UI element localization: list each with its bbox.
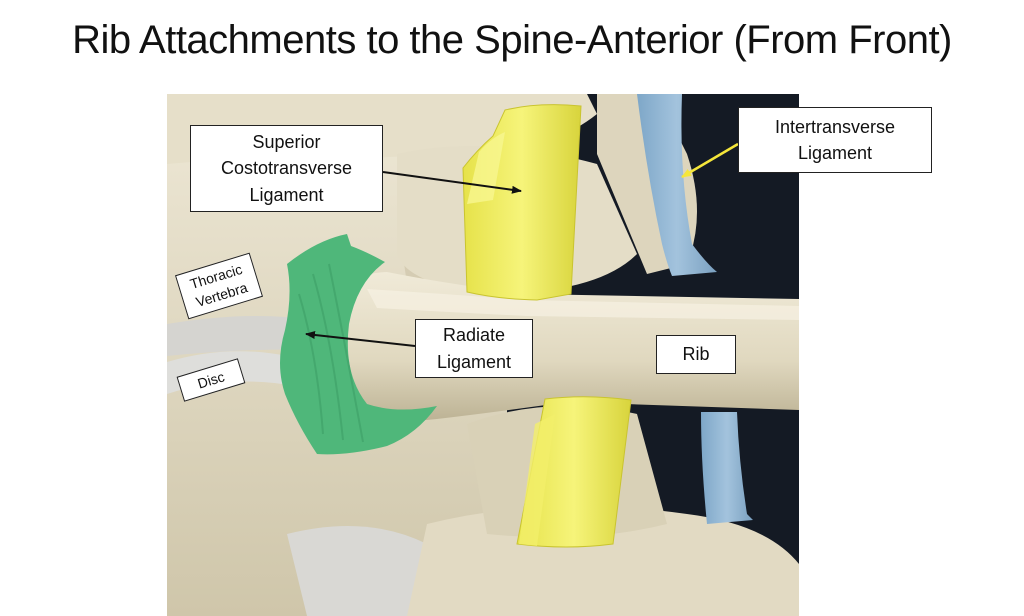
rib-highlight — [367, 289, 799, 320]
superior-costotransverse-label: Superior Costotransverse Ligament — [190, 125, 383, 212]
intertransverse-ligament-lower — [701, 412, 753, 524]
lower-costotransverse-ligament-fold — [519, 414, 555, 546]
slide-title: Rib Attachments to the Spine-Anterior (F… — [72, 18, 952, 62]
superior-costotransverse-ligament-fold — [467, 132, 505, 204]
intertransverse-label: Intertransverse Ligament — [738, 107, 932, 173]
superior-costotransverse-arrow — [382, 171, 522, 194]
intertransverse-arrow — [681, 142, 739, 179]
radiate-ligament-label: Radiate Ligament — [415, 319, 533, 378]
disc-lower-left — [287, 526, 427, 616]
radiate-ligament-fibers — [298, 263, 364, 443]
rib-label: Rib — [656, 335, 736, 374]
radiate-arrow — [305, 331, 416, 347]
intertransverse-ligament — [637, 94, 717, 276]
